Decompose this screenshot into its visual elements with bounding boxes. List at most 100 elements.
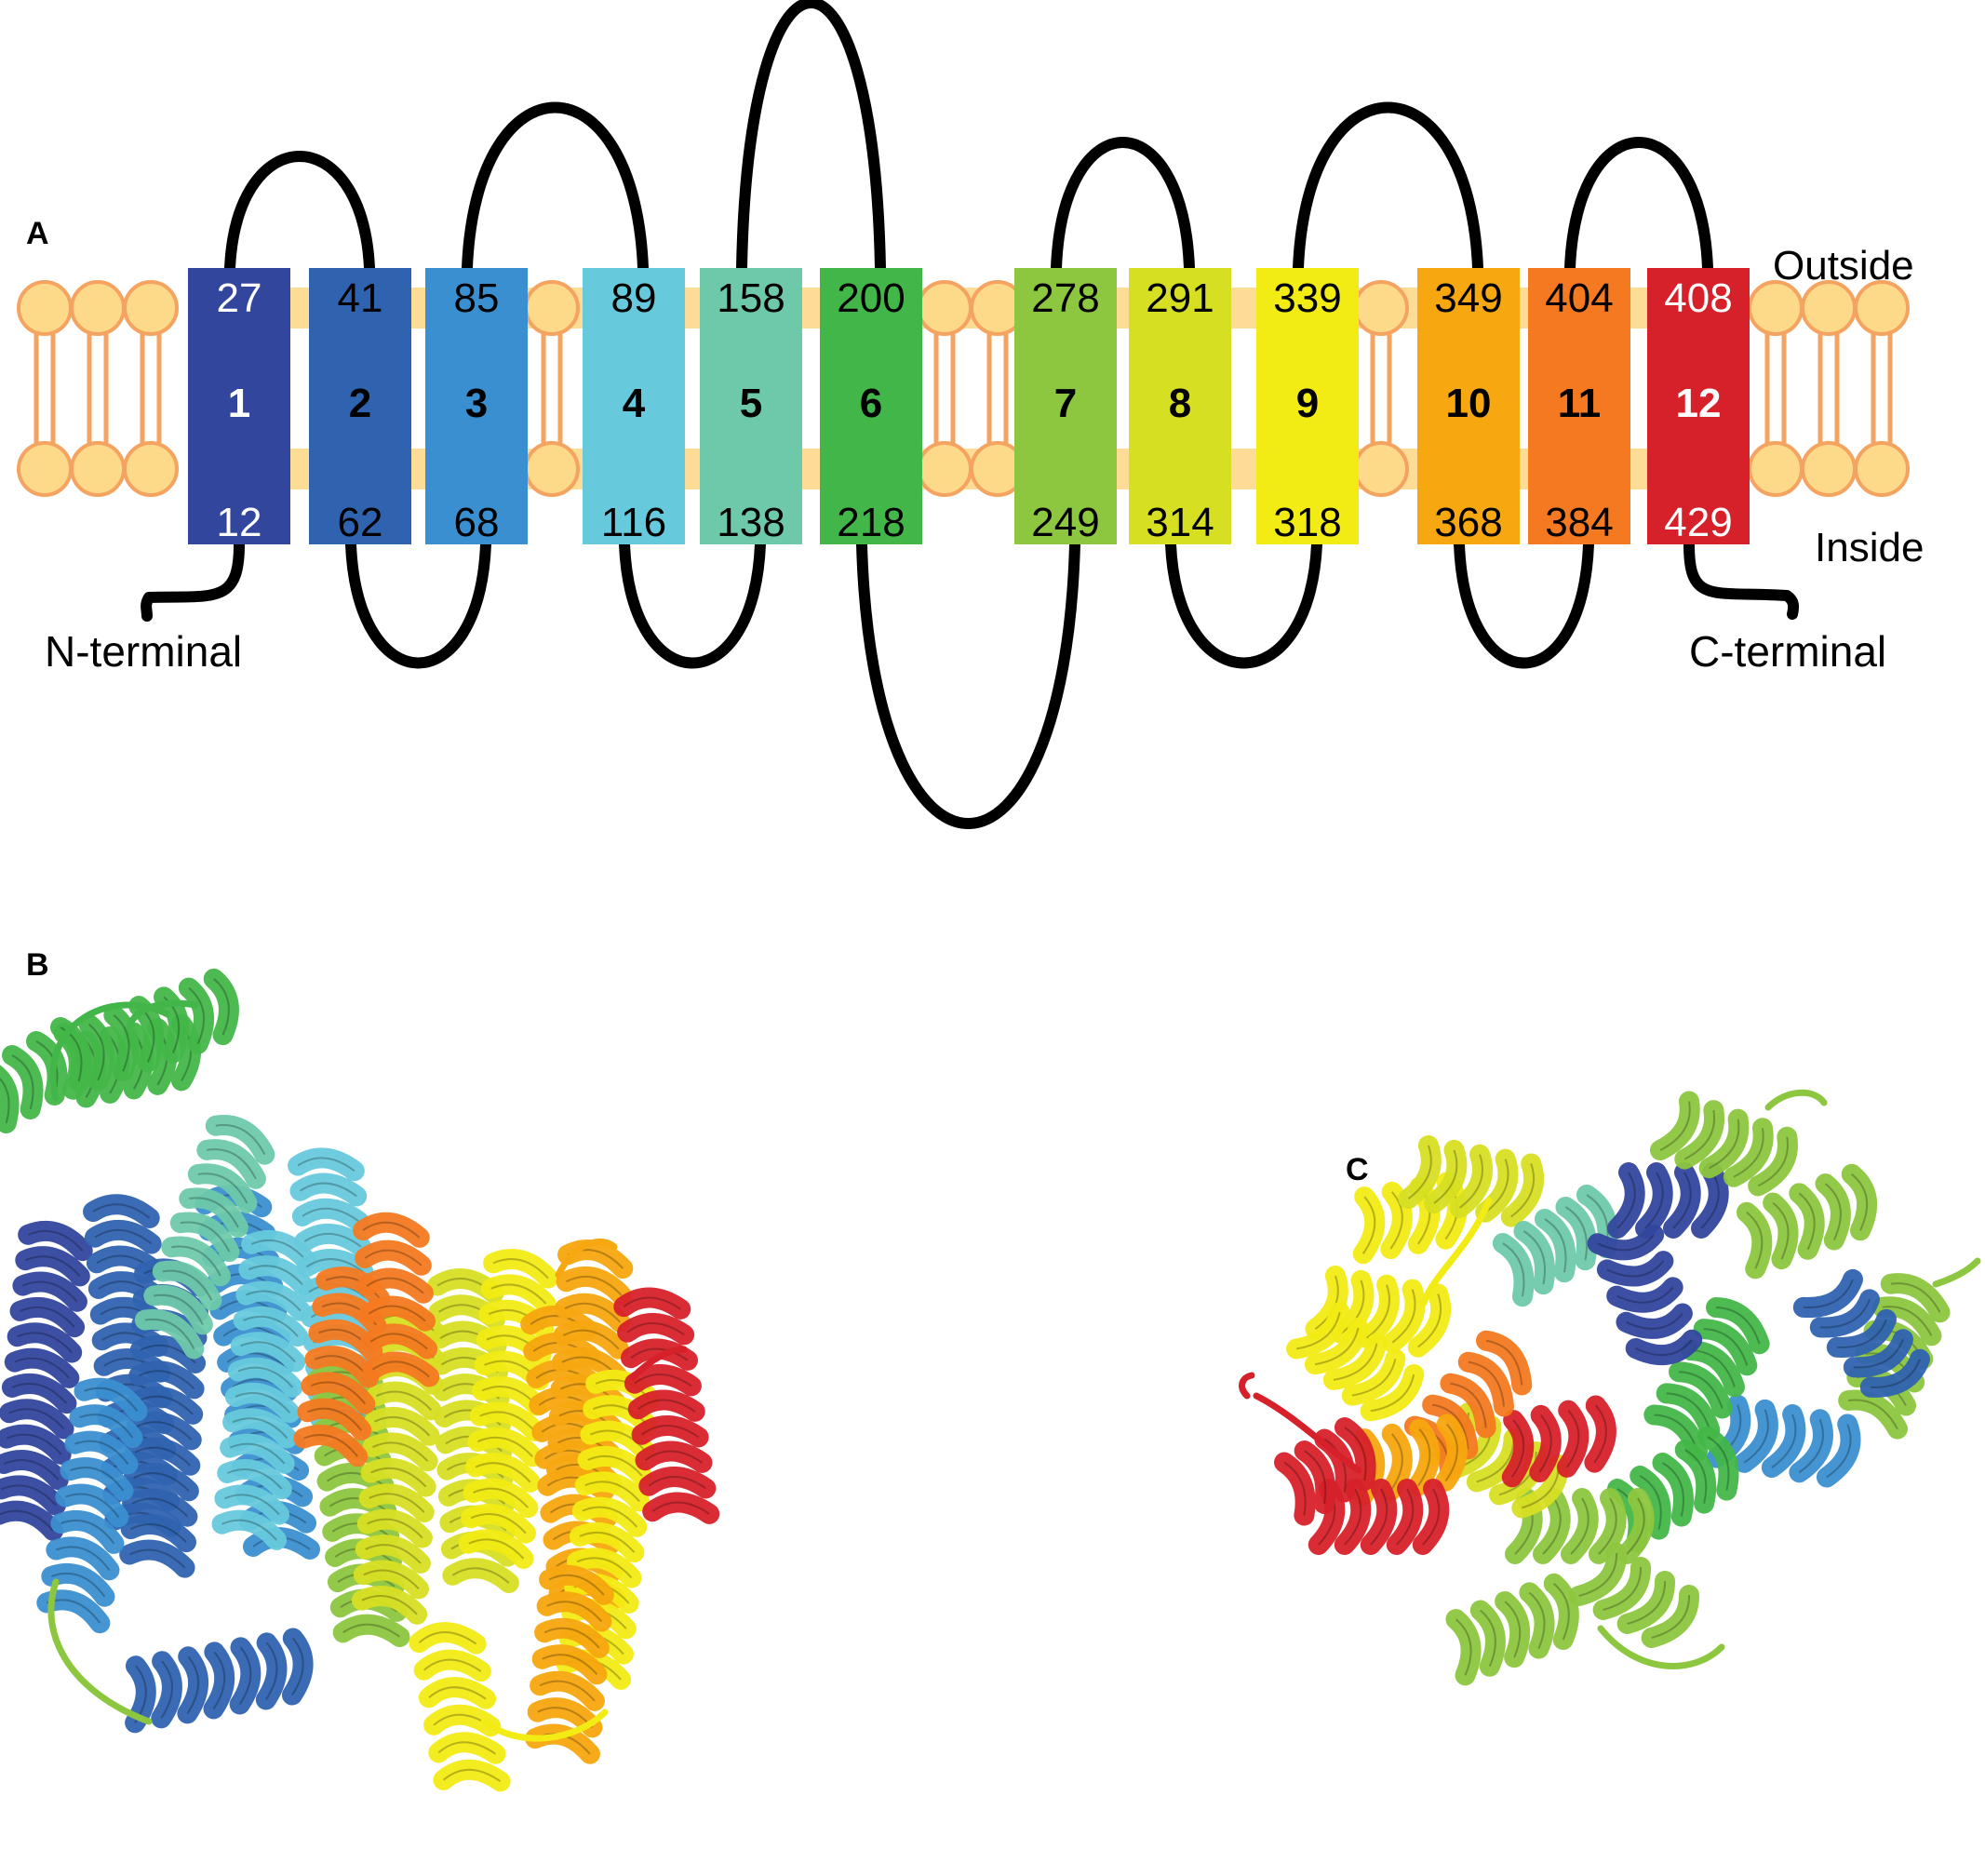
ribbon-loop [629,1346,688,1381]
helix-bottom-residue: 218 [837,500,905,545]
ribbon-helix [353,1212,440,1387]
ribbon-loop [1764,1089,1828,1111]
ribbon-helix [1421,1402,1569,1519]
helix-bottom-residue: 62 [338,500,383,545]
ribbon-helix [613,1287,720,1524]
helix-box [583,268,685,544]
connecting-loop [1564,137,1713,274]
ribbon-loop [1932,1257,1981,1288]
helix-number: 12 [1676,381,1722,426]
connecting-loop [1293,101,1483,274]
ribbon-helix [1308,1479,1450,1555]
helix-box [309,268,411,544]
panel-label-c: C [1346,1152,1369,1187]
ribbon-helix [1649,1091,1798,1197]
connecting-loop [1165,539,1322,669]
ribbon-loop [1253,1392,1362,1474]
lipid-molecule [1801,280,1857,497]
n-terminal-label: N-terminal [45,627,242,676]
ribbon-helix [1398,1135,1545,1227]
helix-bottom-residue: 12 [217,500,262,545]
lipid-bilayer [17,280,1910,497]
connecting-loop [736,0,886,274]
c-terminal-tail [1683,539,1800,620]
helix-box [1417,268,1520,544]
helix-number: 1 [228,381,250,426]
lipid-molecule [917,280,972,497]
ribbon-loop [47,1578,153,1725]
ribbon-helix [1352,1414,1468,1507]
ribbon-helix [125,1628,314,1734]
lipid-molecule [1854,280,1910,497]
ribbon-loop [480,1708,609,1742]
ribbon-helix [1587,1224,1703,1366]
helix-bottom-residue: 368 [1434,500,1502,545]
transmembrane-helices: 2711241262853688941161585138200621827872… [188,268,1750,545]
helix-top-residue: 408 [1664,275,1732,321]
ribbon-helix [1505,1488,1655,1564]
helix-top-residue: 291 [1146,275,1214,321]
lipid-molecule [524,280,580,497]
helix-top-residue: 89 [611,275,657,321]
helix-1: 27 1 12 [188,268,290,545]
ribbon-helix [36,1377,148,1634]
ribbon-helix [53,968,239,1100]
ribbon-helix [1607,1427,1739,1553]
helix-number: 3 [465,381,488,426]
helix-number: 2 [349,381,371,426]
connecting-loop [619,539,766,669]
ribbon-helix [1403,1330,1533,1481]
ribbon-helix [293,1266,391,1467]
ribbon-loop [1420,1197,1493,1306]
ribbon-helix [1736,1163,1878,1280]
ribbon-helix [211,1229,316,1550]
panel-label-a: A [26,216,49,251]
lipid-molecule [1748,280,1804,497]
helix-top-residue: 404 [1545,275,1613,321]
helix-loops [141,0,1800,829]
ribbon-helix [1305,1266,1452,1358]
helix-number: 6 [860,381,882,426]
helix-number: 9 [1296,381,1319,426]
helix-number: 4 [623,381,646,426]
ribbon-helix [409,1622,511,1792]
helix-box [1014,268,1117,544]
ribbon-helix [1501,1395,1616,1488]
ribbon-helix [1643,1297,1770,1462]
helix-bottom-residue: 384 [1545,500,1613,545]
helix-box [700,268,802,544]
helix-number: 10 [1446,381,1492,426]
ribbon-helix [0,1017,92,1133]
protein-structure-side-view [0,968,720,1792]
helix-box [188,268,290,544]
helix-number: 7 [1054,381,1077,426]
helix-box [425,268,528,544]
ribbon-loop [1597,1625,1725,1669]
connecting-loop [856,539,1080,829]
n-terminal-tail [141,539,245,622]
helix-top-residue: 158 [717,275,785,321]
helix-box [1129,268,1231,544]
connecting-loop [345,539,491,669]
lipid-molecule [970,280,1026,497]
helix-number: 11 [1558,381,1602,426]
protein-structure-top-view [1239,1089,1981,1686]
lipid-molecule [70,280,126,497]
ribbon-loop [1239,1372,1255,1400]
ribbon-loop [555,1239,618,1279]
ribbon-helix [1706,1394,1861,1488]
connecting-loop [1051,137,1195,274]
helix-top-residue: 85 [454,275,500,321]
helix-box [1528,268,1630,544]
ribbon-helix [1286,1302,1425,1422]
helix-top-residue: 27 [217,275,262,321]
